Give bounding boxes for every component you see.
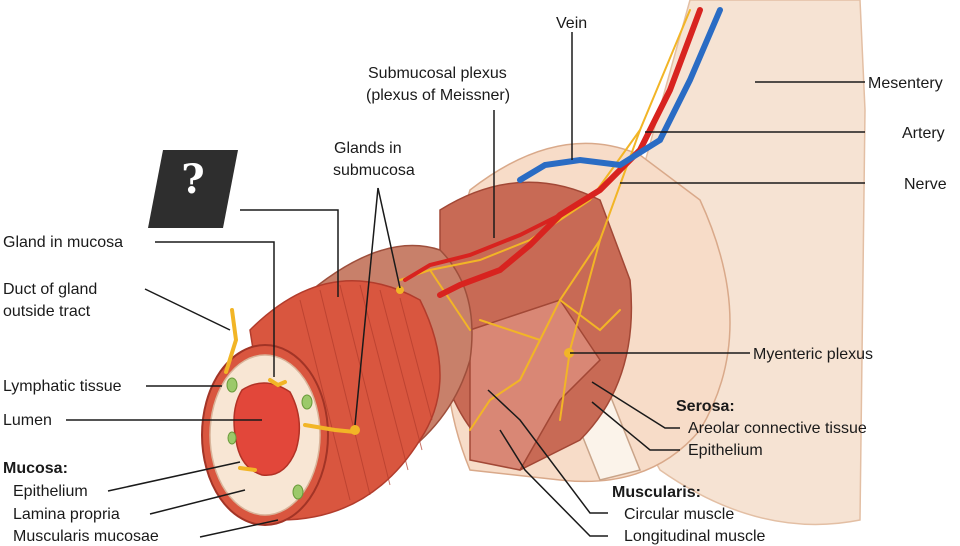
label-serosa-epithelium: Epithelium <box>688 442 763 459</box>
label-serosa-header: Serosa: <box>676 398 735 415</box>
submucosa-gland-dot <box>396 286 404 294</box>
label-lumen: Lumen <box>3 412 52 429</box>
label-vein: Vein <box>556 15 588 32</box>
label-lamina-propria: Lamina propria <box>13 506 120 523</box>
lymphatic-nodules <box>226 377 313 500</box>
label-mesentery: Mesentery <box>868 75 943 92</box>
nerve-network <box>399 9 691 431</box>
label-submucosal-plexus: Submucosal plexus <box>368 65 507 82</box>
label-submucosal-plexus-alt: (plexus of Meissner) <box>366 87 511 104</box>
label-mucosa-header: Mucosa: <box>3 460 68 477</box>
label-mucosa-epithelium: Epithelium <box>13 483 88 500</box>
submucosa-gland-dot <box>350 425 360 435</box>
unknown-marker: ? <box>181 156 205 203</box>
muscle-striations <box>299 284 433 501</box>
label-areolar: Areolar connective tissue <box>688 420 867 437</box>
label-muscularis-header: Muscularis: <box>612 484 701 501</box>
label-duct-1: Duct of gland <box>3 281 98 298</box>
label-muscularis-mucosae: Muscularis mucosae <box>13 528 159 545</box>
label-artery: Artery <box>902 125 945 142</box>
label-circular-muscle: Circular muscle <box>624 506 735 523</box>
lumen <box>233 382 301 477</box>
label-longitudinal-muscle: Longitudinal muscle <box>624 528 766 545</box>
label-gland-in-mucosa: Gland in mucosa <box>3 234 124 251</box>
glands <box>224 308 357 472</box>
label-duct-2: outside tract <box>3 303 91 320</box>
myenteric-plexus-dot <box>564 348 574 358</box>
artery-branch <box>403 213 562 282</box>
leader-lines <box>66 32 865 538</box>
label-myenteric-plexus: Myenteric plexus <box>753 346 874 363</box>
label-lymphatic-tissue: Lymphatic tissue <box>3 378 122 395</box>
label-nerve: Nerve <box>904 176 947 193</box>
vein <box>517 7 723 183</box>
label-glands-submucosa-1: Glands in <box>334 140 402 157</box>
unknown-marker-box <box>148 150 238 228</box>
label-glands-submucosa-2: submucosa <box>333 162 415 179</box>
